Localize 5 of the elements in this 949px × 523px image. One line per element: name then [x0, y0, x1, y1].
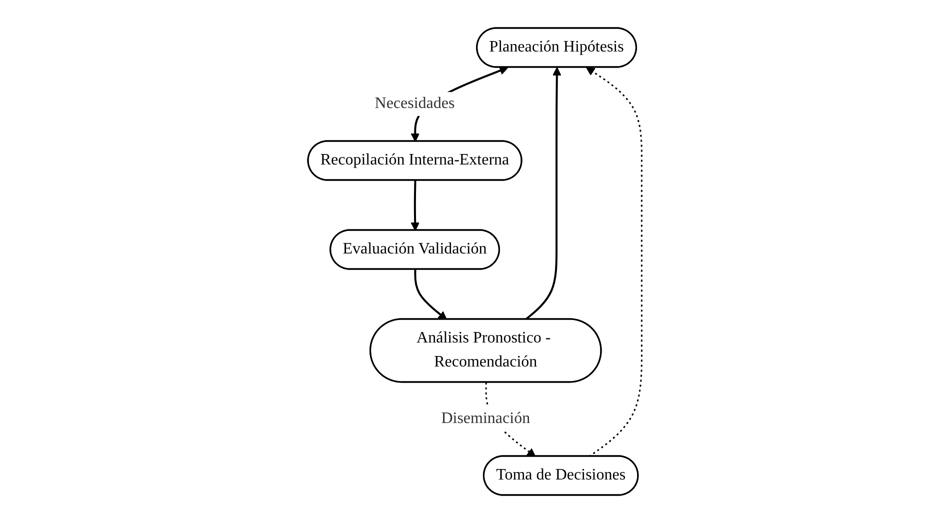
arrow [414, 269, 447, 320]
edge-label: Diseminación [440, 410, 530, 427]
edge-label: Necesidades [374, 95, 454, 112]
arrow [524, 67, 561, 320]
arrow [410, 180, 420, 231]
